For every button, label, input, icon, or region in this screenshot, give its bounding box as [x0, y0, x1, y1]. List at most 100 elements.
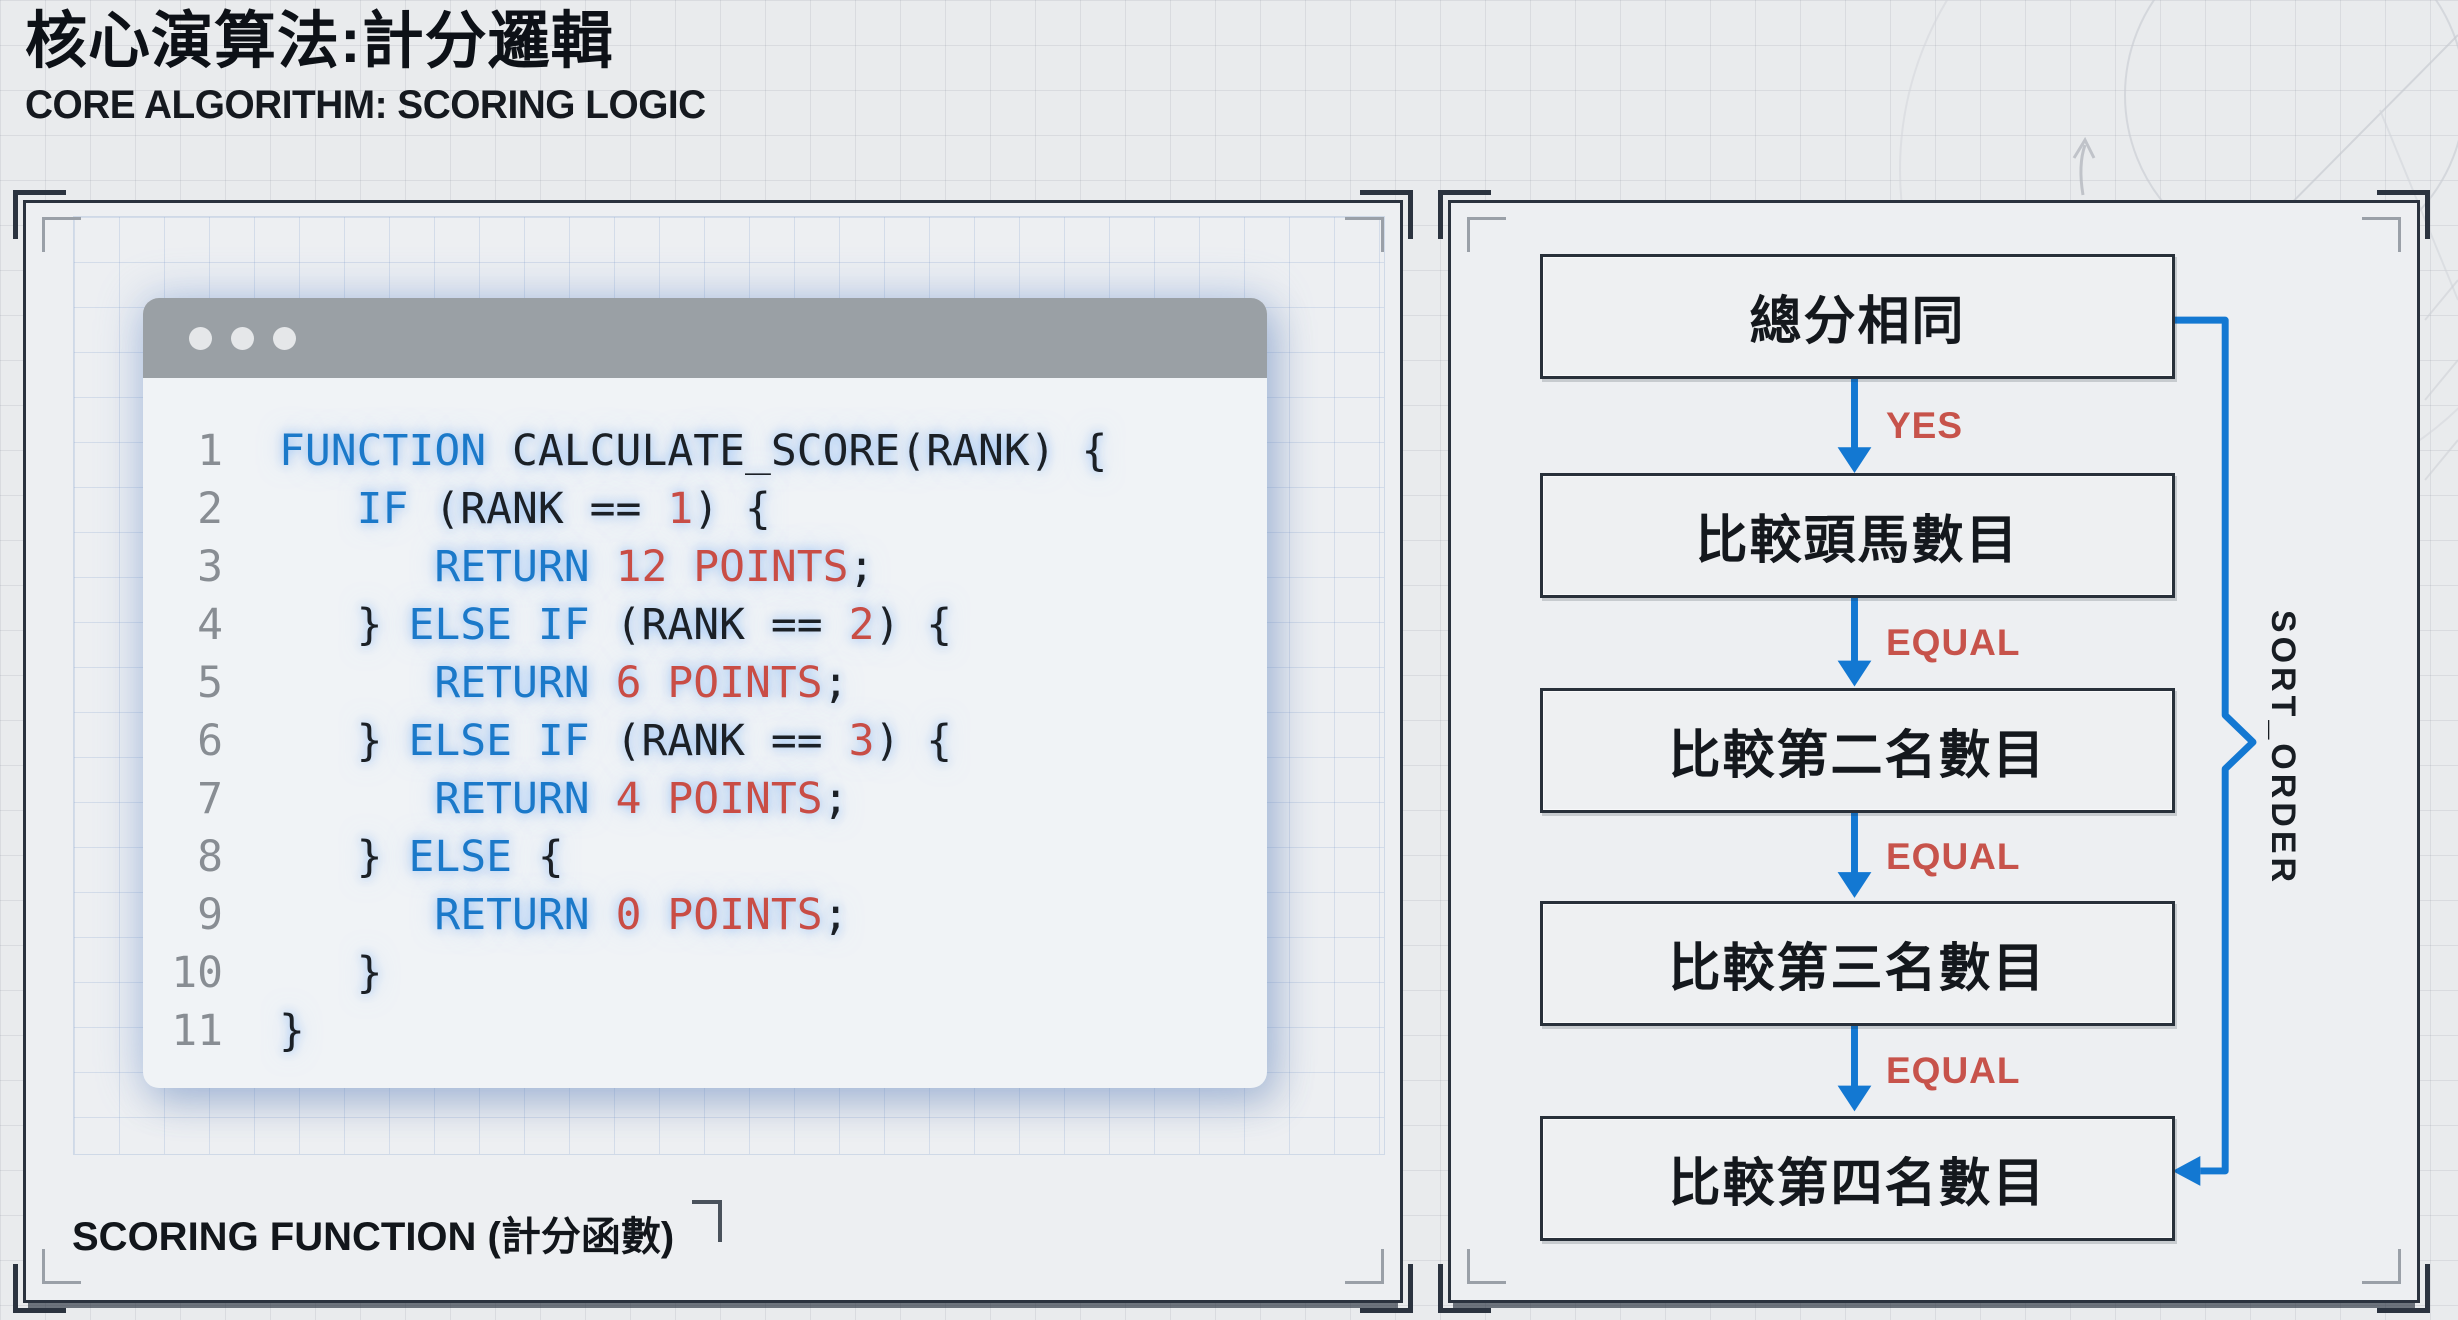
code-token: 6 POINTS: [615, 658, 823, 708]
line-number: 11: [171, 1006, 223, 1056]
corner-bracket-inner: [2362, 1249, 2401, 1284]
corner-bracket-inner: [2362, 217, 2401, 252]
code-text: RETURN 0 POINTS;: [279, 886, 849, 944]
code-token: IF: [537, 600, 590, 650]
code-token: RETURN: [434, 890, 590, 940]
code-text: IF (RANK == 1) {: [279, 480, 771, 538]
code-line: 3 RETURN 12 POINTS;: [143, 538, 1247, 596]
flow-box: 比較頭馬數目: [1540, 473, 2175, 598]
code-token: (RANK ==: [589, 600, 849, 650]
code-token: ) {: [874, 600, 953, 650]
corner-bracket-inner: [42, 217, 81, 252]
code-token: [590, 890, 616, 940]
code-token: [512, 600, 538, 650]
corner-bracket-inner: [42, 1249, 81, 1284]
code-text: RETURN 6 POINTS;: [279, 654, 848, 712]
code-token: [279, 542, 434, 592]
code-token: [590, 542, 616, 592]
code-token: [590, 774, 616, 824]
line-number: 1: [197, 426, 223, 476]
code-line: 8 } ELSE {: [143, 828, 1247, 886]
code-token: [279, 774, 434, 824]
code-token: ;: [822, 774, 849, 824]
line-number: 3: [197, 542, 223, 592]
line-number: 4: [197, 600, 223, 650]
corner-bracket-outer: [1360, 1264, 1413, 1313]
corner-bracket-outer: [2377, 1264, 2430, 1313]
line-number: 8: [197, 832, 223, 882]
code-token: [590, 658, 616, 708]
flow-arrow-icon: [1837, 595, 1872, 687]
code-token: }: [279, 1006, 305, 1056]
code-token: 12 POINTS: [615, 542, 849, 592]
code-line: 9 RETURN 0 POINTS;: [143, 886, 1247, 944]
flow-box: 總分相同: [1540, 254, 2175, 379]
corner-bracket-inner: [1467, 1249, 1506, 1284]
code-token: CALCULATE_SCORE(RANK) {: [486, 426, 1108, 476]
code-token: 4 POINTS: [615, 774, 823, 824]
code-token: 0 POINTS: [615, 890, 823, 940]
code-token: }: [279, 832, 409, 882]
code-text: } ELSE {: [279, 828, 564, 886]
code-line: 5 RETURN 6 POINTS;: [143, 654, 1247, 712]
line-number: 7: [197, 774, 223, 824]
code-line: 7 RETURN 4 POINTS;: [143, 770, 1247, 828]
corner-bracket-outer: [13, 1264, 66, 1313]
code-text: RETURN 12 POINTS;: [279, 538, 874, 596]
edge-label: EQUAL: [1886, 622, 2021, 663]
code-token: }: [279, 600, 409, 650]
code-token: [279, 890, 434, 940]
corner-bracket-outer: [1438, 190, 1491, 239]
corner-bracket-inner: [1345, 1249, 1384, 1284]
code-line: 4 } ELSE IF (RANK == 2) {: [143, 596, 1247, 654]
code-panel-caption: SCORING FUNCTION (計分函數): [72, 1200, 723, 1262]
edge-label: EQUAL: [1886, 1050, 2021, 1091]
code-token: IF: [356, 484, 409, 534]
caption-corner-mark: [692, 1200, 723, 1242]
code-token: }: [279, 716, 409, 766]
flow-arrow-icon: [1837, 1020, 1872, 1112]
corner-bracket-outer: [1438, 1264, 1491, 1313]
code-text: }: [279, 944, 383, 1002]
line-number: 10: [171, 948, 223, 998]
code-token: ;: [848, 542, 875, 592]
code-token: ;: [822, 890, 849, 940]
code-token: ELSE: [408, 600, 513, 650]
edge-label: EQUAL: [1886, 836, 2021, 877]
header: 核心演算法:計分邏輯 CORE ALGORITHM: SCORING LOGIC: [25, 6, 727, 128]
window-titlebar: [143, 298, 1267, 378]
up-arrow-doodle-icon: [2072, 136, 2096, 196]
corner-bracket-inner: [1467, 217, 1506, 252]
code-token: ELSE: [408, 832, 513, 882]
code-text: FUNCTION CALCULATE_SCORE(RANK) {: [279, 422, 1107, 480]
window-minimize-button: [231, 326, 254, 350]
code-token: RETURN: [434, 658, 590, 708]
edge-label: YES: [1886, 405, 1964, 446]
code-line: 11}: [143, 1002, 1247, 1060]
code-token: ) {: [874, 716, 953, 766]
code-token: 1: [667, 484, 694, 534]
code-token: IF: [537, 716, 590, 766]
code-token: [279, 484, 357, 534]
code-token: ELSE: [408, 716, 513, 766]
code-token: 3: [848, 716, 875, 766]
code-line: 2 IF (RANK == 1) {: [143, 480, 1247, 538]
code-token: RETURN: [434, 774, 590, 824]
code-line: 1 FUNCTION CALCULATE_SCORE(RANK) {: [143, 422, 1247, 480]
code-line: 6 } ELSE IF (RANK == 3) {: [143, 712, 1247, 770]
flow-box: 比較第二名數目: [1540, 688, 2175, 813]
code-token: }: [279, 948, 383, 998]
code-token: (RANK ==: [589, 716, 849, 766]
line-number: 9: [197, 890, 223, 940]
corner-bracket-outer: [13, 190, 66, 239]
code-token: [279, 658, 434, 708]
window-close-button: [189, 326, 212, 350]
window-zoom-button: [273, 326, 296, 350]
corner-bracket-inner: [1345, 217, 1384, 252]
line-number: 2: [197, 484, 223, 534]
corner-bracket-outer: [1360, 190, 1413, 239]
